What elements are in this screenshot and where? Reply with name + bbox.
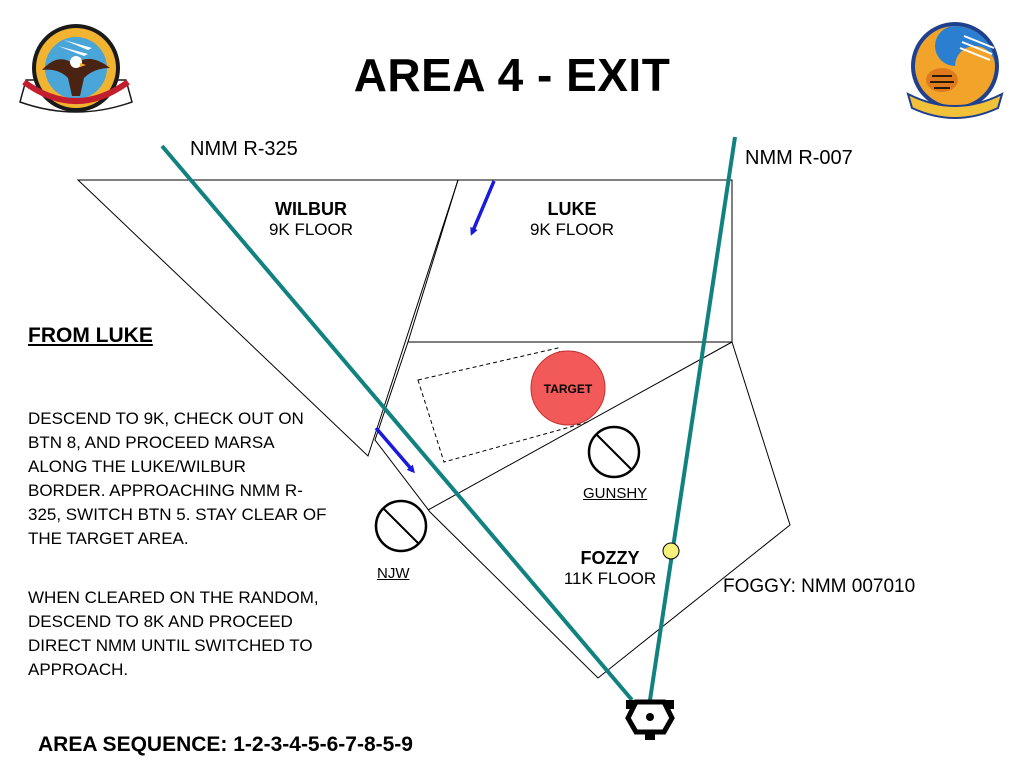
area-luke-floor: 9K FLOOR bbox=[529, 220, 615, 239]
foggy-fix-dot bbox=[662, 542, 680, 560]
area-fozzy-label: FOZZY 11K FLOOR bbox=[550, 547, 670, 589]
instructions-paragraph-1: DESCEND TO 9K, CHECK OUT ON BTN 8, AND P… bbox=[28, 409, 327, 548]
area-fozzy-name: FOZZY bbox=[580, 548, 640, 568]
area-wilbur-name: WILBUR bbox=[275, 199, 347, 219]
area-wilbur-boundary bbox=[76, 179, 459, 457]
area-fozzy-floor: 11K FLOOR bbox=[563, 569, 657, 588]
njw-fix-label: NJW bbox=[377, 565, 410, 582]
area-wilbur-label: WILBUR 9K FLOOR bbox=[256, 198, 366, 240]
instructions-paragraph-2: WHEN CLEARED ON THE RANDOM, DESCEND TO 8… bbox=[28, 588, 319, 679]
target-area-boundary bbox=[417, 347, 589, 463]
route-arrow-luke bbox=[470, 180, 496, 236]
route-arrow-border bbox=[374, 426, 415, 474]
instructions-heading: FROM LUKE bbox=[28, 324, 153, 347]
squadron-logo-left bbox=[19, 24, 133, 113]
target-circle bbox=[530, 350, 606, 426]
radial-007-label: NMM R-007 bbox=[745, 147, 853, 169]
foggy-fix-label: FOGGY: NMM 007010 bbox=[723, 576, 916, 597]
area-luke-label: LUKE 9K FLOOR bbox=[517, 198, 627, 240]
target-label: TARGET bbox=[544, 382, 593, 396]
njw-fix-icon bbox=[374, 499, 428, 553]
radial-325-line bbox=[160, 144, 634, 702]
area-sequence: AREA SEQUENCE: 1-2-3-4-5-6-7-8-5-9 bbox=[38, 733, 413, 756]
squadron-logo-right bbox=[906, 22, 1004, 119]
area-luke-name: LUKE bbox=[547, 199, 597, 219]
nmm-vortac-icon bbox=[625, 699, 675, 740]
area-wilbur-floor: 9K FLOOR bbox=[268, 220, 354, 239]
njw-boundary-line bbox=[427, 341, 733, 511]
radial-007-line bbox=[648, 136, 737, 701]
gunshy-fix-label: GUNSHY bbox=[583, 485, 648, 502]
gunshy-fix-icon bbox=[587, 425, 641, 479]
radial-325-label: NMM R-325 bbox=[190, 138, 298, 160]
page-title: AREA 4 - EXIT bbox=[353, 49, 671, 101]
